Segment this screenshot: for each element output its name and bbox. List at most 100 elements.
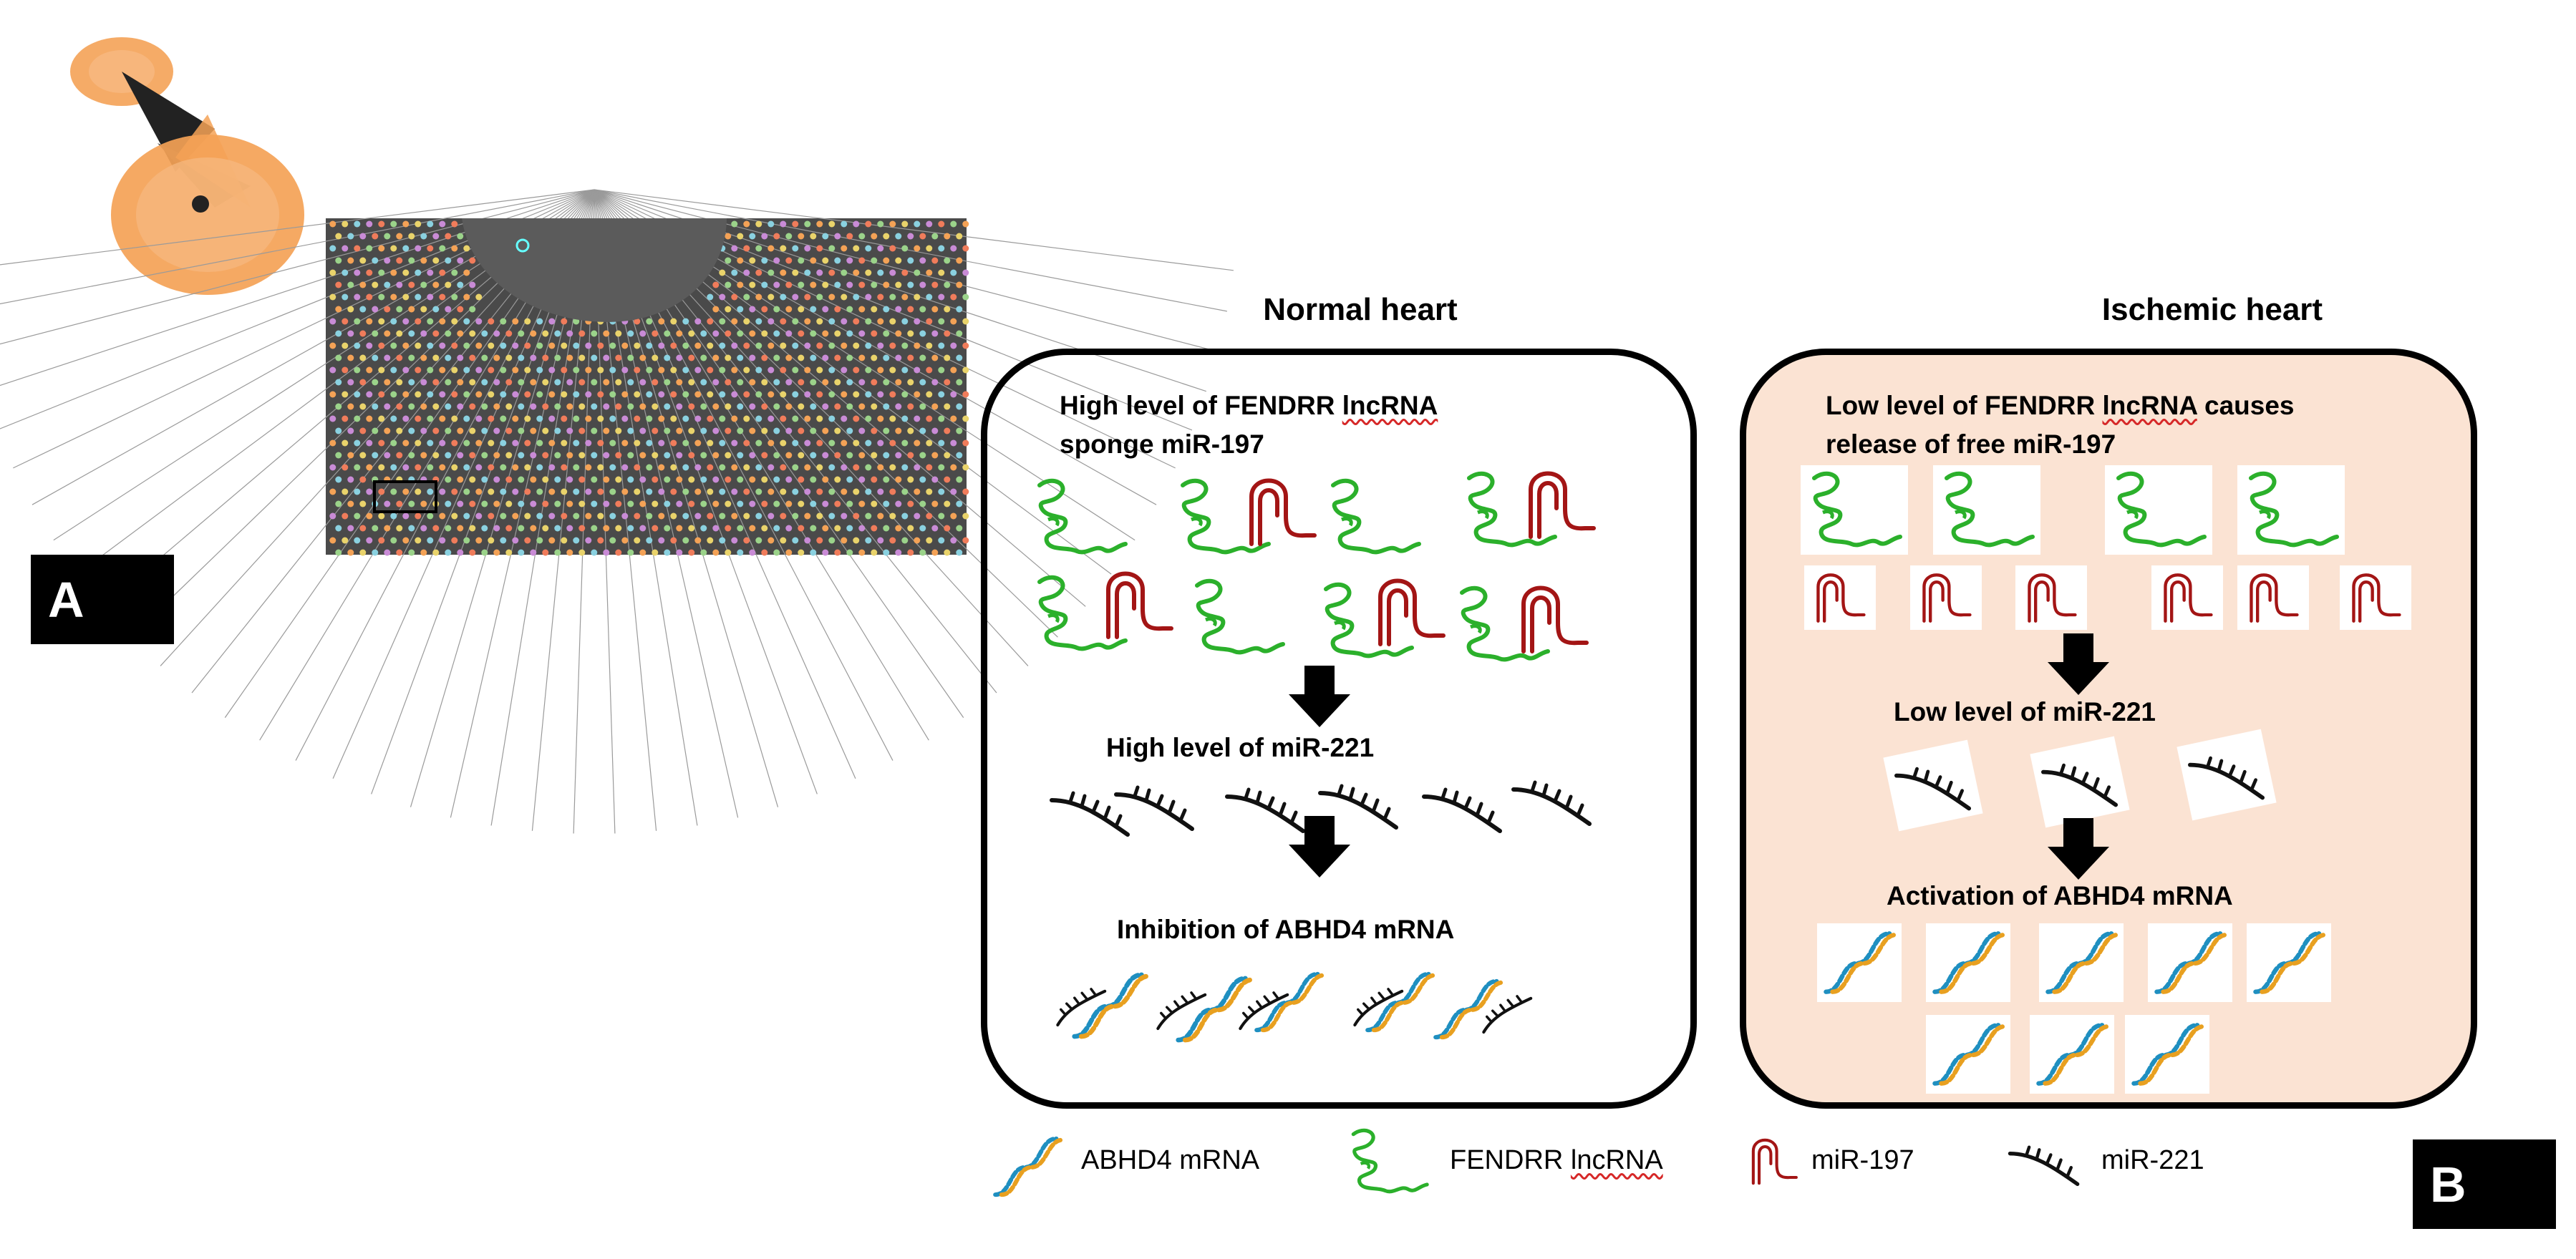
network-node — [822, 525, 829, 532]
network-node — [938, 366, 945, 374]
network-node — [664, 427, 671, 434]
network-node — [834, 500, 841, 507]
network-node — [816, 512, 823, 520]
network-node — [877, 537, 884, 544]
network-node — [475, 366, 483, 374]
network-node — [342, 415, 349, 422]
network-node — [457, 281, 464, 288]
network-node — [931, 281, 939, 288]
network-node — [749, 257, 756, 264]
network-node — [634, 464, 641, 471]
network-node — [914, 464, 921, 471]
network-node — [603, 452, 610, 459]
network-node — [342, 391, 349, 398]
network-node — [597, 488, 604, 495]
network-node — [889, 366, 896, 374]
network-node — [469, 257, 476, 264]
network-node — [846, 281, 853, 288]
network-node — [603, 525, 610, 532]
network-node — [828, 245, 836, 252]
network-node — [597, 391, 604, 398]
network-node — [792, 439, 799, 447]
network-node — [530, 525, 537, 532]
network-node — [761, 306, 768, 313]
network-node — [865, 512, 872, 520]
network-node — [402, 488, 410, 495]
network-node — [530, 330, 537, 337]
network-node — [342, 220, 349, 228]
network-node — [505, 330, 513, 337]
network-node — [828, 269, 836, 276]
network-node — [627, 549, 634, 556]
network-node — [359, 354, 367, 361]
network-node — [926, 220, 933, 228]
network-node — [682, 415, 689, 422]
network-node — [871, 452, 878, 459]
network-node — [548, 366, 556, 374]
network-node — [798, 379, 805, 386]
network-node — [682, 537, 689, 544]
network-node — [700, 354, 707, 361]
network-node — [493, 549, 500, 556]
network-node — [457, 476, 464, 483]
network-node — [792, 245, 799, 252]
network-node — [354, 488, 361, 495]
network-node — [566, 525, 573, 532]
network-node — [858, 233, 866, 240]
network-node — [609, 439, 616, 447]
network-node — [700, 452, 707, 459]
network-node — [773, 281, 780, 288]
network-node — [347, 427, 354, 434]
network-node — [415, 415, 422, 422]
network-node — [591, 549, 598, 556]
network-node — [347, 257, 354, 264]
network-node — [427, 439, 434, 447]
network-node — [816, 293, 823, 301]
network-node — [846, 379, 853, 386]
network-node — [901, 293, 909, 301]
network-node — [755, 293, 762, 301]
network-node — [700, 427, 707, 434]
network-node — [828, 366, 836, 374]
network-node — [488, 318, 495, 325]
network-node — [877, 293, 884, 301]
network-node — [354, 415, 361, 422]
network-node — [359, 281, 367, 288]
network-node — [378, 512, 385, 520]
network-node — [956, 354, 963, 361]
lncrna-icon — [1806, 472, 1906, 551]
mir221-icon — [2187, 744, 2266, 806]
network-node — [707, 415, 714, 422]
network-node — [871, 476, 878, 483]
network-node — [359, 403, 367, 410]
network-node — [585, 439, 592, 447]
network-node — [822, 500, 829, 507]
network-node — [883, 525, 890, 532]
network-node — [639, 379, 647, 386]
network-node — [755, 464, 762, 471]
network-node — [481, 500, 488, 507]
network-node — [962, 537, 969, 544]
network-node — [518, 403, 525, 410]
network-node — [889, 245, 896, 252]
network-node — [372, 549, 379, 556]
network-node — [512, 391, 519, 398]
network-node — [408, 257, 415, 264]
network-node — [512, 512, 519, 520]
network-node — [944, 427, 951, 434]
network-node — [384, 379, 391, 386]
network-node — [931, 379, 939, 386]
network-node — [335, 379, 342, 386]
network-node — [488, 391, 495, 398]
network-node — [396, 427, 403, 434]
network-node — [542, 379, 549, 386]
network-node — [743, 512, 750, 520]
network-node — [432, 354, 440, 361]
network-node — [828, 391, 836, 398]
network-node — [415, 464, 422, 471]
network-node — [944, 257, 951, 264]
network-node — [962, 512, 969, 520]
network-node — [773, 379, 780, 386]
network-node — [822, 233, 829, 240]
network-node — [354, 512, 361, 520]
